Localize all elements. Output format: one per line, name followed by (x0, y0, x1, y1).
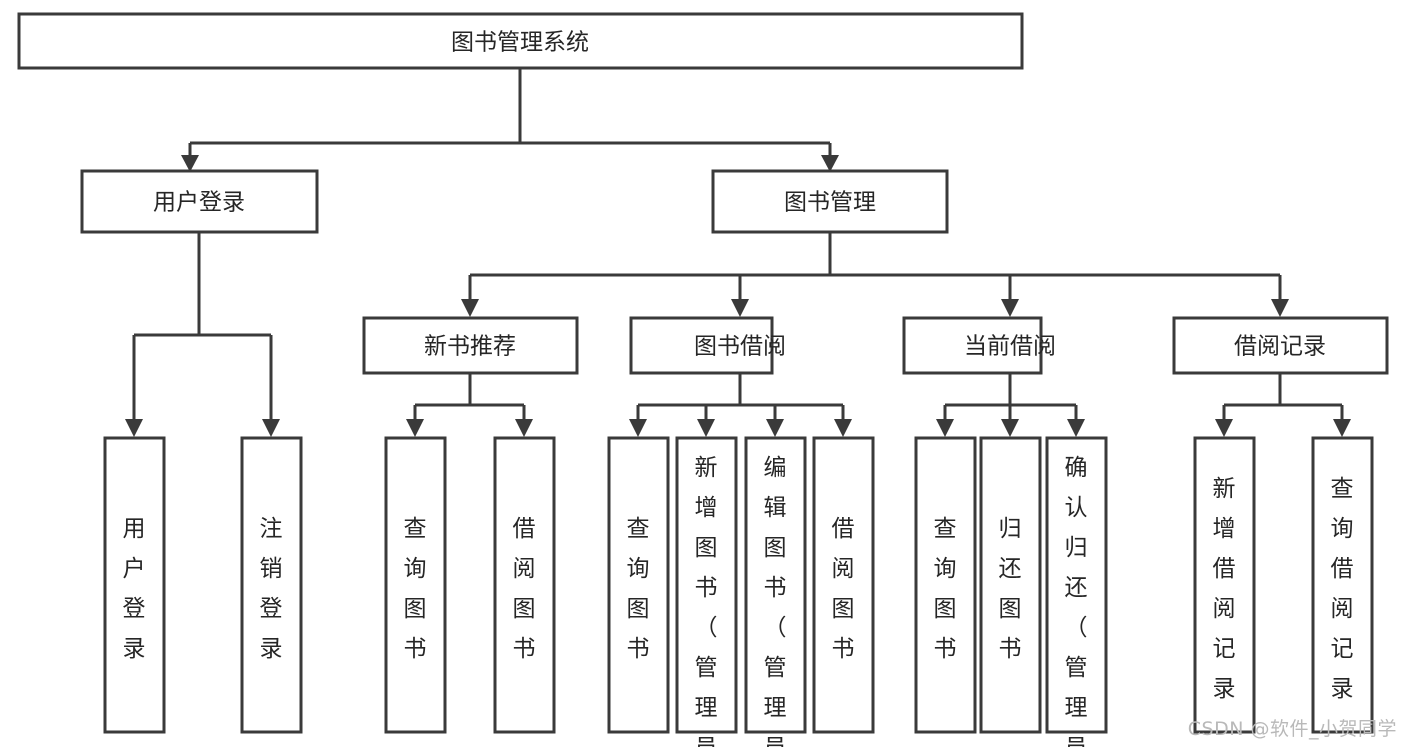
leaf-logout-label: 注销登录 (260, 516, 283, 662)
node-current-borrow-box[interactable] (902, 316, 1043, 375)
leaf-newbook-borrow-book-box[interactable] (493, 436, 556, 734)
leaf-bookborrow-query-book-box[interactable] (607, 436, 670, 734)
arrow-head-leaf-user-login (125, 419, 143, 437)
arrow-head-book-borrow (731, 299, 749, 317)
leaf-borrowrecord-query-record-label: 查询借阅记录 (1331, 476, 1354, 702)
node-current-borrow[interactable]: 当前借阅 (902, 316, 1056, 375)
leaf-bookborrow-borrow-book-label: 借阅图书 (832, 516, 855, 662)
leaf-user-login[interactable]: 用户登录 (103, 436, 166, 734)
node-new-book-recommend[interactable]: 新书推荐 (362, 316, 579, 375)
leaf-newbook-borrow-book-label: 借阅图书 (513, 516, 536, 662)
leaf-currentborrow-confirm-return-label: 确认归还（管理员） (1065, 455, 1088, 747)
leaf-currentborrow-confirm-return[interactable]: 确认归还（管理员） (1045, 436, 1108, 747)
leaf-newbook-query-book-label: 查询图书 (404, 516, 427, 662)
leaf-bookborrow-add-book-label: 新增图书（管理员） (695, 455, 718, 747)
leaf-newbook-query-book-box[interactable] (384, 436, 447, 734)
leaf-bookborrow-borrow-book[interactable]: 借阅图书 (812, 436, 875, 734)
leaf-logout-box[interactable] (240, 436, 303, 734)
leaf-newbook-borrow-book[interactable]: 借阅图书 (493, 436, 556, 734)
arrow-head-book-manage (821, 155, 839, 172)
leaf-currentborrow-query-book[interactable]: 查询图书 (914, 436, 977, 734)
arrow-head-user-login (181, 155, 199, 172)
leaf-newbook-query-book[interactable]: 查询图书 (384, 436, 447, 734)
arrow-head-newbook-leaf-1 (406, 419, 424, 437)
arrow-head-currentborrow-leaf-2 (1001, 419, 1019, 437)
arrow-head-bookborrow-leaf-1 (629, 419, 647, 437)
node-book-borrow-label: 图书借阅 (694, 334, 786, 360)
leaf-currentborrow-return-book-box[interactable] (979, 436, 1042, 734)
node-user-login[interactable]: 用户登录 (80, 169, 319, 234)
arrow-head-currentborrow-leaf-1 (936, 419, 954, 437)
arrow-head-bookborrow-leaf-4 (834, 419, 852, 437)
leaf-bookborrow-query-book-label: 查询图书 (627, 516, 650, 662)
arrow-head-borrow-record (1271, 299, 1289, 317)
node-current-borrow-label: 当前借阅 (964, 334, 1056, 360)
arrow-head-current-borrow (1001, 299, 1019, 317)
leaf-currentborrow-query-book-label: 查询图书 (934, 516, 957, 662)
leaf-user-login-box[interactable] (103, 436, 166, 734)
node-new-book-recommend-box[interactable] (362, 316, 579, 375)
arrow-head-currentborrow-leaf-3 (1067, 419, 1085, 437)
arrow-head-newbook-leaf-2 (515, 419, 533, 437)
node-borrow-record[interactable]: 借阅记录 (1172, 316, 1389, 375)
leaf-currentborrow-return-book-label: 归还图书 (999, 516, 1022, 662)
leaf-borrowrecord-query-record[interactable]: 查询借阅记录 (1311, 436, 1374, 734)
node-root-box[interactable] (17, 12, 1024, 70)
leaf-user-login-label: 用户登录 (123, 516, 146, 662)
leaf-bookborrow-add-book-box[interactable] (675, 436, 738, 734)
leaf-currentborrow-return-book[interactable]: 归还图书 (979, 436, 1042, 734)
leaf-bookborrow-query-book[interactable]: 查询图书 (607, 436, 670, 734)
leaf-bookborrow-borrow-book-box[interactable] (812, 436, 875, 734)
leaf-bookborrow-add-book[interactable]: 新增图书（管理员） (675, 436, 738, 747)
leaf-logout[interactable]: 注销登录 (240, 436, 303, 734)
arrow-head-borrowrecord-leaf-1 (1215, 419, 1233, 437)
arrow-head-bookborrow-leaf-2 (697, 419, 715, 437)
node-new-book-recommend-label: 新书推荐 (424, 334, 516, 360)
node-root[interactable]: 图书管理系统 (17, 12, 1024, 70)
arrow-head-leaf-logout (262, 419, 280, 437)
arrow-head-bookborrow-leaf-3 (766, 419, 784, 437)
node-user-login-box[interactable] (80, 169, 319, 234)
node-book-borrow-box[interactable] (629, 316, 774, 375)
leaf-borrowrecord-add-record-box[interactable] (1193, 436, 1256, 734)
connector-layer (125, 68, 1351, 437)
leaf-currentborrow-confirm-return-box[interactable] (1045, 436, 1108, 734)
node-borrow-record-box[interactable] (1172, 316, 1389, 375)
leaf-borrowrecord-add-record-label: 新增借阅记录 (1213, 476, 1236, 702)
node-user-login-label: 用户登录 (153, 190, 245, 216)
node-book-manage-box[interactable] (711, 169, 949, 234)
leaf-bookborrow-edit-book-box[interactable] (744, 436, 807, 734)
leaf-bookborrow-edit-book[interactable]: 编辑图书（管理员） (744, 436, 807, 747)
node-book-manage[interactable]: 图书管理 (711, 169, 949, 234)
node-root-label: 图书管理系统 (451, 30, 589, 56)
node-book-manage-label: 图书管理 (784, 190, 876, 216)
leaf-borrowrecord-add-record[interactable]: 新增借阅记录 (1193, 436, 1256, 734)
leaf-currentborrow-query-book-box[interactable] (914, 436, 977, 734)
leaf-bookborrow-edit-book-label: 编辑图书（管理员） (764, 455, 787, 747)
node-borrow-record-label: 借阅记录 (1234, 334, 1326, 360)
node-book-borrow[interactable]: 图书借阅 (629, 316, 786, 375)
arrow-head-new-book (461, 299, 479, 317)
leaf-borrowrecord-query-record-box[interactable] (1311, 436, 1374, 734)
arrow-head-borrowrecord-leaf-2 (1333, 419, 1351, 437)
